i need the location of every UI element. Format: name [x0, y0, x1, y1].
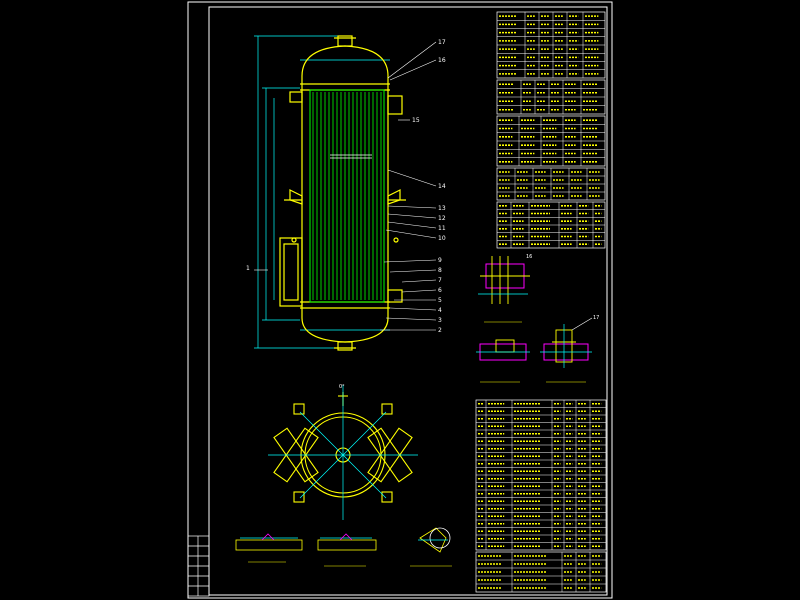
callout-label: 14 [438, 183, 446, 190]
callout-label: 9 [438, 257, 442, 264]
leader-line [383, 259, 437, 263]
callout-label: 3 [438, 317, 442, 324]
plan-view: 0° [268, 384, 418, 520]
vessel-elevation: 17 16 15 14 13 12 11 10 9 8 7 6 5 4 3 2 … [246, 35, 446, 351]
bottom-details [235, 527, 451, 553]
leader-line [385, 229, 437, 239]
callout-label: 17 [438, 39, 446, 46]
callout-label: 12 [438, 215, 446, 222]
callout-label: 13 [438, 205, 446, 212]
drawing-frame [187, 1, 613, 599]
leader-line [387, 213, 437, 219]
leader-line [401, 289, 437, 293]
vessel-shell [279, 35, 406, 351]
dimension-lines [254, 35, 390, 349]
leader-line [387, 205, 437, 209]
tube-bundle [312, 92, 382, 300]
detail-views: 17 16 [476, 254, 599, 383]
baffles [330, 154, 372, 159]
callout-label: 6 [438, 287, 442, 294]
callout-label: 15 [412, 117, 420, 124]
callout-label: 7 [438, 277, 442, 284]
design-data-tables [496, 11, 606, 249]
leader-line [389, 307, 437, 311]
revision-block [187, 535, 210, 597]
leader-line [389, 59, 437, 81]
bottom-detail-captions [248, 561, 452, 567]
title-block-outline [475, 551, 607, 593]
leader-line [385, 317, 437, 321]
parts-list [475, 399, 607, 593]
leader-line [389, 269, 437, 273]
callout-label: 10 [438, 235, 446, 242]
leader-line [401, 279, 437, 283]
callout-label: 5 [438, 297, 442, 304]
callout-label: 16 [438, 57, 446, 64]
orientation-mark: 0° [339, 384, 345, 390]
callout-label: 8 [438, 267, 442, 274]
callout-label: 2 [438, 327, 442, 334]
leader-line [387, 221, 437, 229]
leader-line [387, 169, 437, 187]
callout-labels: 17 16 15 14 13 12 11 10 9 8 7 6 5 4 3 2 … [246, 39, 446, 334]
inner-border [208, 6, 608, 596]
detail-b-number: 17 [593, 315, 599, 321]
tube-bundle-outline [309, 89, 385, 303]
callout-label: 4 [438, 307, 442, 314]
leader-line [387, 41, 437, 79]
callout-label: 11 [438, 225, 446, 232]
detail-a-number: 16 [526, 254, 532, 260]
outer-border [187, 1, 613, 599]
callout-label: 1 [246, 265, 250, 272]
callout-leaders [254, 41, 437, 331]
